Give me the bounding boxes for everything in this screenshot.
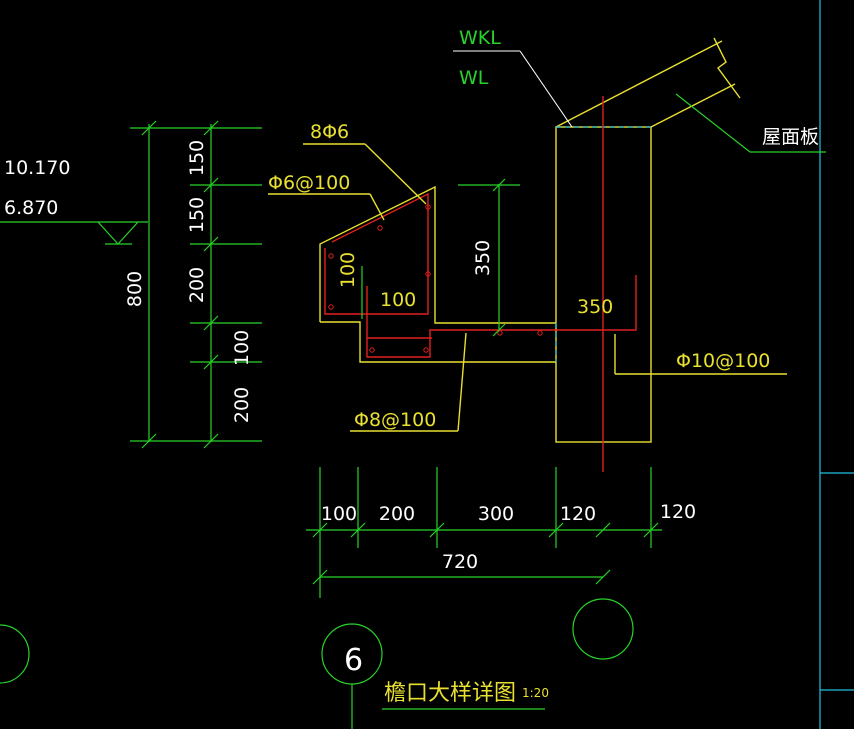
dim-left-200-a: 200 (186, 267, 208, 303)
dim-wall-350-v: 350 (472, 240, 494, 276)
drawing-scale: 1:20 (522, 686, 549, 700)
dim-left-100: 100 (231, 330, 253, 366)
dim-left-total: 800 (124, 271, 146, 307)
elevation-marker (0, 221, 148, 245)
leader-lines (268, 50, 826, 432)
left-dimension-lines (130, 120, 262, 449)
dim-left-150-a: 150 (186, 140, 208, 176)
label-phi10-100: Φ10@100 (676, 350, 770, 372)
roof-break-line (713, 37, 741, 99)
grid-bubble-6-text: 6 (344, 643, 363, 678)
dim-bottom-120-a: 120 (560, 503, 596, 525)
grid-axis-bubbles (0, 598, 634, 729)
dim-bottom-100: 100 (321, 503, 357, 525)
drawing-frame (819, 0, 854, 729)
dim-bottom-300: 300 (478, 503, 514, 525)
dim-bottom-total: 720 (442, 551, 478, 573)
dim-bottom-200: 200 (379, 503, 415, 525)
dim-bottom-120-b: 120 (660, 501, 696, 523)
rebar (324, 96, 637, 472)
elevation-top-text: 10.170 (4, 157, 70, 179)
elevation-bottom-text: 6.870 (4, 197, 58, 219)
dim-left-150-b: 150 (186, 197, 208, 233)
label-phi6-100: Φ6@100 (268, 172, 350, 194)
label-wl: WL (459, 67, 489, 89)
concrete-outline (319, 40, 736, 443)
dim-gutter-100-h: 100 (380, 289, 416, 311)
label-phi8-100: Φ8@100 (354, 409, 436, 431)
dim-gutter-inner-100: 100 (337, 252, 359, 288)
bottom-dimension-lines (306, 467, 662, 598)
label-roof-slab: 屋面板 (762, 126, 819, 148)
label-wkl: WKL (459, 27, 501, 49)
dim-wall-350-h: 350 (577, 296, 613, 318)
drawing-title: 檐口大样详图 (384, 681, 516, 706)
inner-dimension-lines (361, 178, 520, 337)
label-8phi6: 8Φ6 (310, 121, 349, 143)
dim-left-200-b: 200 (231, 387, 253, 423)
